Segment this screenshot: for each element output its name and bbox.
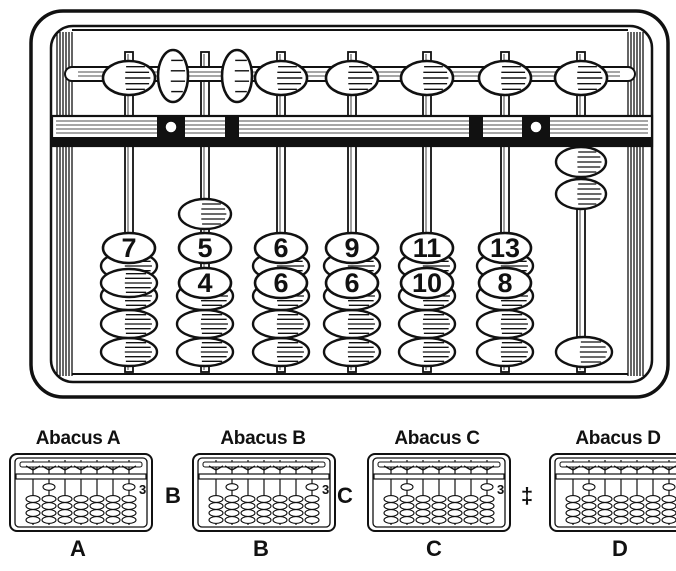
- lower-bead-col-2-2: [175, 308, 235, 340]
- mark-after-c: ‡: [520, 483, 534, 508]
- value-bead-col-4-1-label: 9: [344, 233, 359, 263]
- thumbnail-b[interactable]: 3: [192, 453, 336, 532]
- option-d-title: Abacus D: [575, 428, 661, 449]
- rod-5: [422, 51, 432, 373]
- value-bead-col-6-2: 8: [477, 266, 533, 300]
- value-bead-col-2-1-label: 5: [197, 233, 212, 263]
- lower-bead-col-2-1: [175, 336, 235, 368]
- lower-bead-col-7-up-1: [554, 145, 608, 179]
- rod-4: [347, 51, 357, 373]
- value-bead-col-4-2-label: 6: [344, 268, 359, 298]
- svg-text:3: 3: [497, 482, 504, 497]
- value-bead-col-5-1-label: 11: [413, 233, 442, 263]
- option-c-letter[interactable]: C: [426, 536, 442, 561]
- value-bead-col-2-2-label: 4: [197, 268, 212, 298]
- rod-7: [576, 51, 586, 373]
- beam-dot-left: [164, 120, 178, 134]
- mark-after-b: C: [337, 483, 353, 508]
- lower-bead-col-6-1: [475, 336, 535, 368]
- option-c-title: Abacus C: [394, 428, 480, 449]
- option-b-letter[interactable]: B: [253, 536, 269, 561]
- value-bead-col-2-2: 4: [177, 266, 233, 300]
- beam-dot-right: [529, 120, 543, 134]
- value-bead-col-1-1-label: 7: [121, 233, 136, 263]
- lower-bead-col-6-2: [475, 308, 535, 340]
- lower-bead-col-7-up-2: [554, 177, 608, 211]
- upper-bead-col-4: [324, 59, 380, 97]
- lower-bead-col-3-2: [251, 308, 311, 340]
- lower-bead-col-1-2: [99, 308, 159, 340]
- lower-bead-col-3-1: [251, 336, 311, 368]
- upper-bead-col-1: [101, 59, 157, 97]
- value-bead-col-3-1-label: 6: [273, 233, 288, 263]
- value-bead-col-6-1: 13: [477, 231, 533, 265]
- value-bead-col-6-1-label: 13: [490, 233, 520, 263]
- rod-3: [276, 51, 286, 373]
- upper-bead-tilted-2: [220, 48, 254, 104]
- upper-bead-col-7: [553, 59, 609, 97]
- value-bead-col-3-2: 6: [253, 266, 309, 300]
- upper-bead-col-3: [253, 59, 309, 97]
- value-bead-col-3-2-label: 6: [273, 268, 288, 298]
- upper-bead-col-6: [477, 59, 533, 97]
- thumbnail-d[interactable]: 3: [549, 453, 676, 532]
- lower-bead-col-1-1: [99, 336, 159, 368]
- upper-bead-tilted-1: [156, 48, 190, 104]
- main-abacus: 7 5 4 6 6 9 6 11 10 13 8: [29, 9, 670, 399]
- value-bead-col-5-2: 10: [399, 266, 455, 300]
- lower-bead-col-1-mid: [99, 267, 159, 299]
- option-a-title: Abacus A: [35, 428, 121, 449]
- upper-bead-col-5: [399, 59, 455, 97]
- option-b-title: Abacus B: [220, 428, 306, 449]
- mark-after-a: B: [165, 483, 181, 508]
- lower-bead-col-2-up: [177, 197, 233, 231]
- option-d-letter[interactable]: D: [612, 536, 628, 561]
- value-bead-col-4-2: 6: [324, 266, 380, 300]
- value-bead-col-3-1: 6: [253, 231, 309, 265]
- value-bead-col-6-2-label: 8: [497, 268, 512, 298]
- svg-text:3: 3: [322, 482, 329, 497]
- value-bead-col-5-1: 11: [399, 231, 455, 265]
- rod-1: [124, 51, 134, 373]
- lower-bead-col-5-1: [397, 336, 457, 368]
- lower-bead-col-4-1: [322, 336, 382, 368]
- lower-bead-col-7-down-1: [554, 335, 614, 369]
- option-a-letter[interactable]: A: [70, 536, 86, 561]
- value-bead-col-1-1: 7: [101, 231, 157, 265]
- rod-6: [500, 51, 510, 373]
- thumbnail-c[interactable]: 3: [367, 453, 511, 532]
- lower-bead-col-5-2: [397, 308, 457, 340]
- option-thumbnails: 3 3 3 3: [9, 453, 676, 532]
- svg-text:3: 3: [139, 482, 146, 497]
- value-bead-col-5-2-label: 10: [412, 268, 442, 298]
- lower-bead-col-4-2: [322, 308, 382, 340]
- value-bead-col-2-1: 5: [177, 231, 233, 265]
- value-bead-col-4-1: 9: [324, 231, 380, 265]
- thumbnail-a[interactable]: 3: [9, 453, 153, 532]
